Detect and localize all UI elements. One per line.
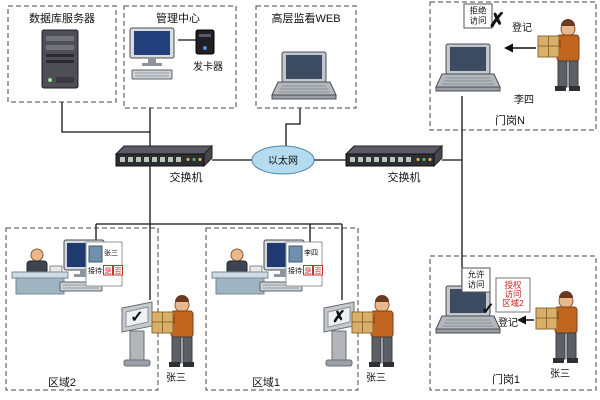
zone2-visitor-photo	[88, 245, 103, 263]
zone2-reception-label: 接待:	[88, 266, 104, 275]
zone2-kiosk-check-mark: ✓	[130, 309, 143, 326]
zone2-name-label: 区域2	[48, 376, 76, 389]
mgmt-center-label: 管理中心	[156, 11, 200, 25]
switch-right-icon	[345, 145, 443, 167]
gate-n-region-box	[429, 1, 597, 131]
zone2-no-label: 否	[115, 267, 122, 275]
gate-n-worker-icon	[537, 18, 581, 92]
connection-lines	[61, 39, 463, 300]
gate-n-person-label: 李四	[514, 93, 534, 106]
switch-left-label: 交换机	[170, 170, 203, 184]
gate-n-arrow-head	[504, 43, 513, 53]
auth-line2: 访问	[504, 289, 521, 299]
gate1-worker-icon	[535, 290, 579, 364]
zone2-yes-button[interactable]	[103, 265, 113, 276]
gate1-name-label: 门岗1	[492, 372, 520, 386]
auth-line1: 授权	[504, 280, 522, 290]
zone1-yes-label: 是	[305, 267, 312, 275]
ethernet-label: 以太网	[268, 154, 298, 167]
gate-n-name-label: 门岗N	[495, 113, 525, 127]
ethernet-cloud	[251, 145, 315, 175]
deny-access-callout	[463, 3, 493, 29]
zone1-visitor-photo	[288, 245, 303, 263]
zone1-kiosk-cross-mark: ✗	[332, 309, 345, 326]
web-monitor-laptop-icon	[271, 51, 337, 100]
db-server-region-box	[7, 5, 117, 103]
gate1-region-box	[429, 255, 597, 391]
database-server-icon	[41, 29, 79, 89]
mgmt-workstation-icon	[129, 27, 175, 80]
allow-access-line2: 访问	[467, 280, 484, 290]
zone2-visitor-name: 张三	[104, 248, 118, 257]
zone2-no-button[interactable]	[113, 265, 123, 276]
zone1-no-label: 否	[315, 267, 322, 275]
card-issuer-icon	[195, 29, 215, 55]
deny-access-line2: 访问	[469, 16, 486, 26]
mgmt-center-region-box	[123, 5, 237, 109]
zone1-worker-label: 张三	[366, 372, 386, 384]
switch-left-icon	[115, 145, 213, 167]
zone2-region-box	[5, 227, 159, 391]
zone2-visitor-popup: 张三 接待: 是 否	[85, 241, 123, 287]
zone1-yes-button[interactable]	[303, 265, 313, 276]
zone2-yes-label: 是	[105, 267, 112, 275]
auth-line3: 区域2	[502, 298, 524, 308]
allow-access-line1: 允许	[467, 270, 485, 280]
deny-access-line1: 拒绝	[469, 6, 487, 16]
connector	[285, 108, 301, 146]
gate1-arrow-head	[517, 315, 526, 325]
gate1-check-mark: ✓	[481, 301, 494, 318]
web-monitor-label: 高层监看WEB	[271, 11, 340, 25]
allow-access-callout	[461, 267, 491, 293]
gate1-worker-label: 张三	[550, 368, 570, 380]
connector	[61, 102, 150, 133]
gate1-register-label: 登记	[498, 316, 518, 329]
zone1-visitor-popup: 李四 接待: 是 否	[285, 241, 323, 287]
auth-zone-callout	[495, 277, 531, 313]
zone1-reception-label: 接待:	[288, 266, 304, 275]
web-monitor-region-box	[255, 5, 357, 109]
zone1-name-label: 区域1	[252, 376, 280, 389]
zone1-region-box	[205, 227, 359, 391]
zone1-no-button[interactable]	[313, 265, 323, 276]
card-issuer-label: 发卡器	[193, 60, 223, 73]
gate-n-terminal-icon	[435, 43, 501, 92]
zone2-worker-label: 张三	[166, 372, 186, 384]
gate-n-register-label: 登记	[512, 21, 532, 34]
deny-cross-mark: ✗	[489, 10, 506, 32]
db-server-label: 数据库服务器	[29, 11, 95, 25]
switch-right-label: 交换机	[388, 170, 421, 184]
zone1-visitor-name: 李四	[304, 248, 318, 257]
